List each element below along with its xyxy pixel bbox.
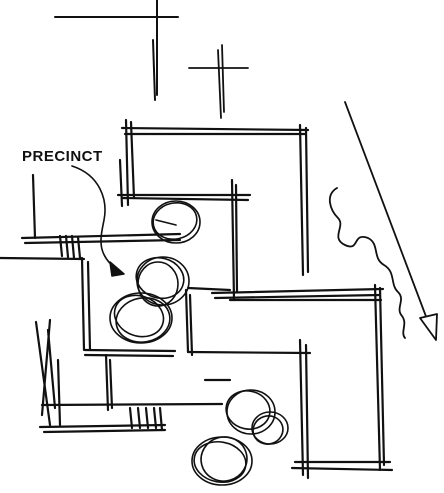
right-l-wall <box>290 283 394 480</box>
tree-circle-upper <box>151 200 201 244</box>
tree-cluster-middle <box>109 256 190 344</box>
middle-ledge <box>184 286 385 357</box>
upper-courtyard-wall <box>116 118 310 302</box>
top-left-fragment <box>54 0 179 101</box>
lower-entry-wall <box>34 318 232 434</box>
squiggle-icon <box>329 187 406 339</box>
wind-arrow-icon <box>344 101 438 341</box>
left-entry-wall <box>0 173 182 358</box>
top-middle-fragment <box>188 44 249 119</box>
leader-arrow-icon <box>71 165 125 277</box>
precinct-label: PRECINCT <box>22 148 103 165</box>
tree-cluster-lower <box>191 389 289 486</box>
